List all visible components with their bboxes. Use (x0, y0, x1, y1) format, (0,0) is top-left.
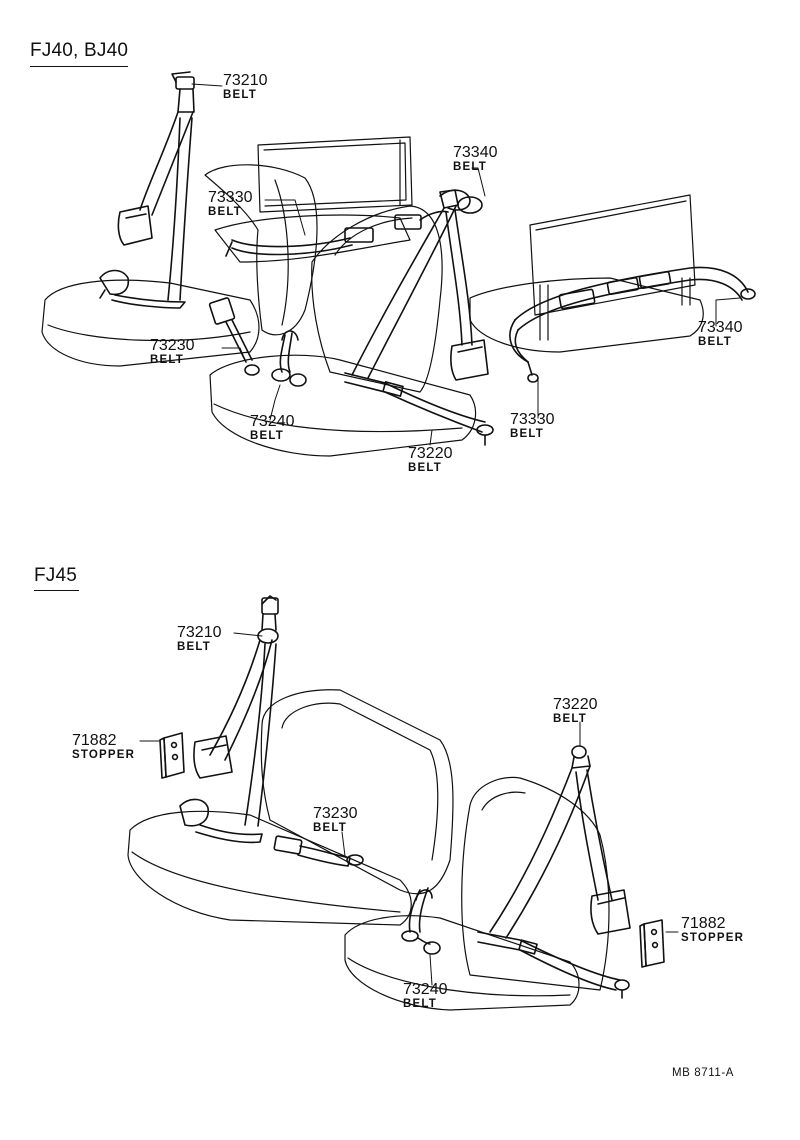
part-number: 73240 (403, 981, 448, 998)
callout-73240-belt-lower: 73240 BELT (403, 981, 448, 1011)
part-name: BELT (553, 713, 587, 725)
callout-73240-belt-upper: 73240 BELT (250, 413, 295, 443)
part-name: BELT (403, 998, 437, 1010)
part-name: BELT (510, 428, 544, 440)
drawing-reference-code: MB 8711-A (672, 1067, 735, 1079)
part-name: BELT (208, 206, 242, 218)
callout-73340-belt-upper-right: 73340 BELT (698, 319, 743, 349)
part-name: BELT (250, 430, 284, 442)
part-number: 73340 (698, 319, 743, 336)
callout-73330-belt-upper-right: 73330 BELT (510, 411, 555, 441)
part-name: BELT (150, 354, 184, 366)
upper-seats (41, 136, 704, 457)
section-title-fj45: FJ45 (34, 565, 78, 586)
callout-73230-belt-lower: 73230 BELT (313, 805, 358, 835)
part-number: 73210 (177, 624, 222, 641)
callout-71882-stopper-left: 71882 STOPPER (72, 732, 136, 762)
lower-seats (127, 689, 610, 1011)
part-name: STOPPER (72, 749, 136, 761)
callout-73230-belt-upper: 73230 BELT (150, 337, 195, 367)
part-number: 73340 (453, 144, 498, 161)
part-number: 73230 (150, 337, 195, 354)
upper-leader-lines (191, 83, 741, 446)
lower-belt-assemblies (159, 595, 665, 999)
part-name: BELT (698, 336, 732, 348)
part-number: 73330 (208, 189, 253, 206)
part-number: 71882 (72, 732, 117, 749)
section-title-underline (30, 66, 128, 67)
part-number: 73330 (510, 411, 555, 428)
lower-leader-lines (139, 632, 679, 986)
part-name: BELT (177, 641, 211, 653)
callout-71882-stopper-right: 71882 STOPPER (681, 915, 745, 945)
part-number: 71882 (681, 915, 726, 932)
callout-73340-belt-upper-center: 73340 BELT (453, 144, 498, 174)
part-number: 73220 (408, 445, 453, 462)
part-number: 73210 (223, 72, 268, 89)
section-title-underline (34, 590, 79, 591)
part-name: BELT (313, 822, 347, 834)
section-title-fj40-bj40: FJ40, BJ40 (30, 40, 129, 61)
part-number: 73220 (553, 696, 598, 713)
callout-73220-belt-upper: 73220 BELT (408, 445, 453, 475)
part-number: 73240 (250, 413, 295, 430)
callout-73330-belt-upper-left: 73330 BELT (208, 189, 253, 219)
part-number: 73230 (313, 805, 358, 822)
callout-73210-belt-lower: 73210 BELT (177, 624, 222, 654)
part-name: STOPPER (681, 932, 745, 944)
callout-73220-belt-lower: 73220 BELT (553, 696, 598, 726)
callout-73210-belt-upper: 73210 BELT (223, 72, 268, 102)
part-name: BELT (453, 161, 487, 173)
upper-belt-assemblies (99, 71, 756, 446)
part-name: BELT (408, 462, 442, 474)
part-name: BELT (223, 89, 257, 101)
